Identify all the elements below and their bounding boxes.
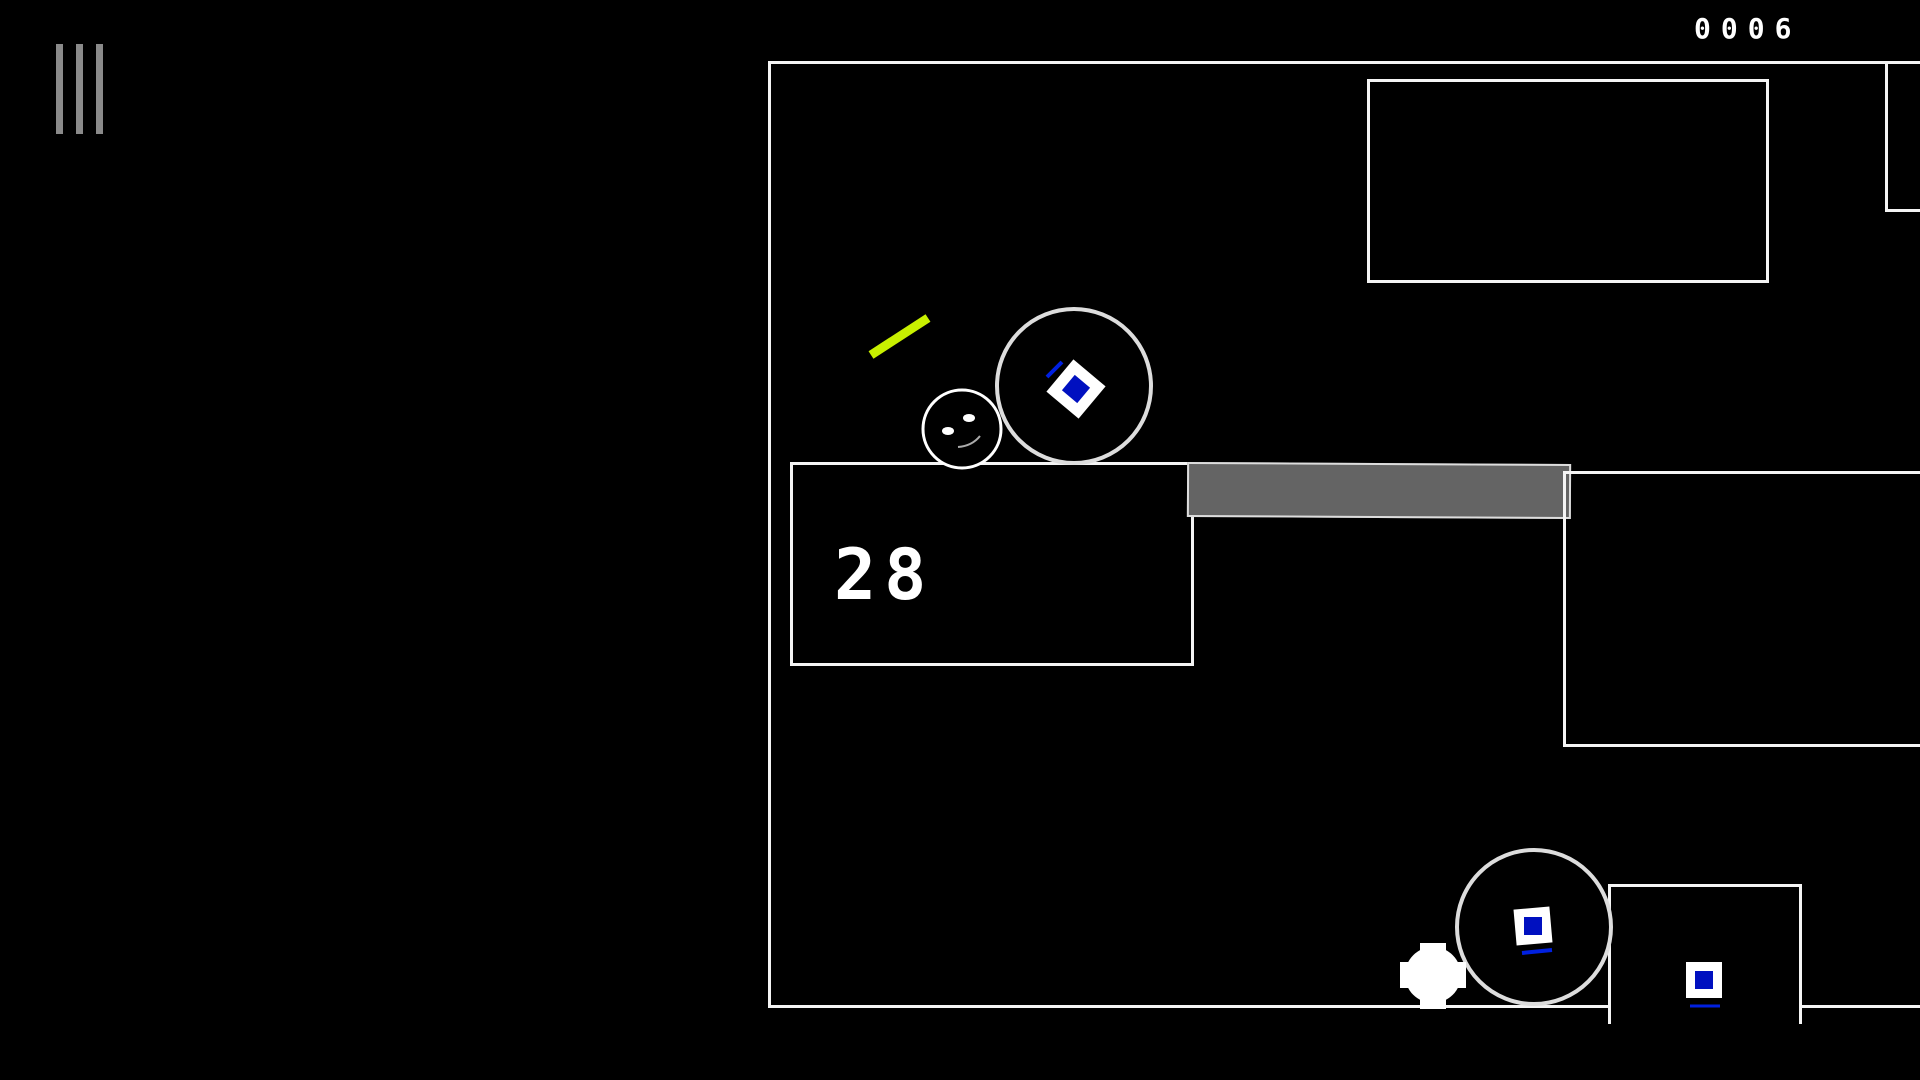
- eye-icon: [963, 414, 975, 422]
- pause-button[interactable]: [52, 44, 112, 136]
- pause-bar-icon: [96, 44, 103, 134]
- white-blob: [1400, 943, 1466, 1009]
- top-block: [1367, 79, 1769, 283]
- eye-icon: [942, 427, 954, 435]
- level-boundary: [768, 61, 1920, 1008]
- gem-in-box[interactable]: [1686, 962, 1722, 1008]
- top-right-block: [1885, 61, 1920, 212]
- key-icon: [1045, 360, 1064, 379]
- right-block: [1563, 471, 1920, 747]
- platform-number: 28: [834, 534, 935, 616]
- score-counter: 0006: [1694, 12, 1802, 45]
- bubble-2[interactable]: [1455, 848, 1613, 1006]
- number-platform: [790, 462, 1194, 666]
- pause-bar-icon: [76, 44, 83, 134]
- pause-bar-icon: [56, 44, 63, 134]
- bottom-right-block: [1608, 884, 1802, 1024]
- yellow-stick: [868, 314, 931, 359]
- bubble-1[interactable]: [995, 307, 1153, 465]
- player-ball[interactable]: [921, 388, 1003, 470]
